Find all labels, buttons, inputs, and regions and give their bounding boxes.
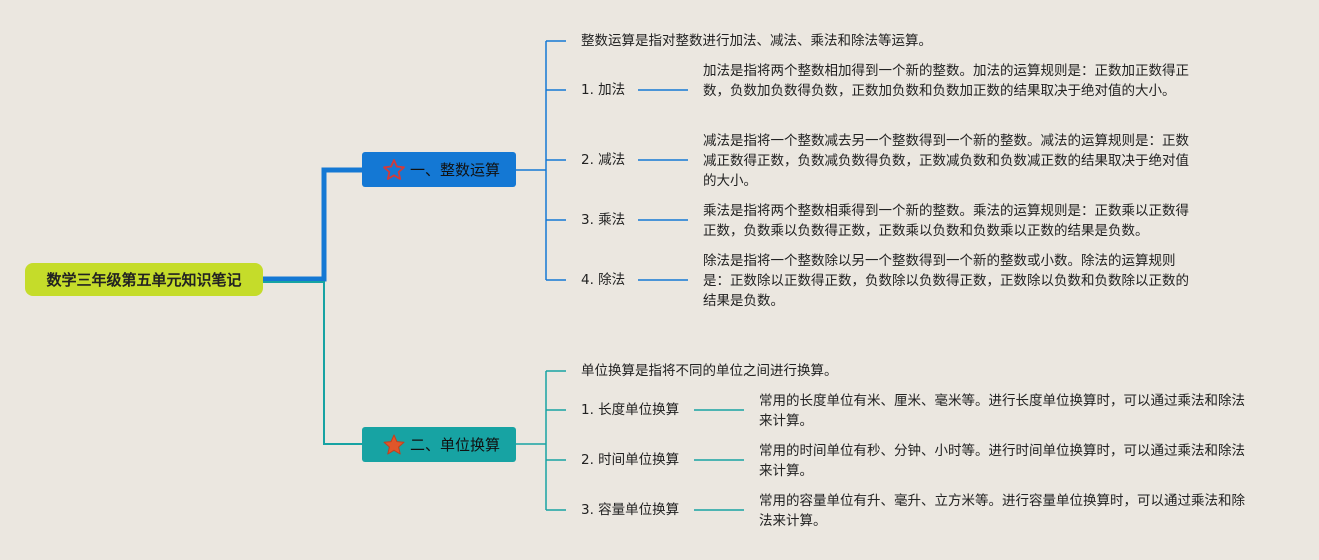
item-multiplication[interactable]: 3. 乘法 <box>581 212 626 228</box>
star-outline-icon <box>382 158 406 182</box>
item-subtraction[interactable]: 2. 减法 <box>581 152 626 168</box>
intro-unit-conversion: 单位换算是指将不同的单位之间进行换算。 <box>581 363 838 379</box>
star-filled-icon <box>382 433 406 457</box>
branch-title: 一、整数运算 <box>409 161 500 179</box>
intro-integer-operations: 整数运算是指对整数进行加法、减法、乘法和除法等运算。 <box>581 33 932 49</box>
desc-length-conversion: 常用的长度单位有米、厘米、毫米等。进行长度单位换算时，可以通过乘法和除法来计算。 <box>759 393 1245 429</box>
root-title: 数学三年级第五单元知识笔记 <box>46 271 242 289</box>
desc-time-conversion: 常用的时间单位有秒、分钟、小时等。进行时间单位换算时，可以通过乘法和除法来计算。 <box>759 443 1245 479</box>
item-time-conversion[interactable]: 2. 时间单位换算 <box>581 452 680 468</box>
item-addition[interactable]: 1. 加法 <box>581 82 626 98</box>
item-volume-conversion[interactable]: 3. 容量单位换算 <box>581 502 680 518</box>
desc-multiplication: 乘法是指将两个整数相乘得到一个新的整数。乘法的运算规则是：正数乘以正数得正数，负… <box>703 203 1189 239</box>
item-division[interactable]: 4. 除法 <box>581 272 626 288</box>
desc-division: 除法是指将一个整数除以另一个整数得到一个新的整数或小数。除法的运算规则是：正数除… <box>703 253 1189 309</box>
root-node[interactable]: 数学三年级第五单元知识笔记 <box>25 263 263 296</box>
item-length-conversion[interactable]: 1. 长度单位换算 <box>581 402 680 418</box>
branch-integer-operations[interactable]: 一、整数运算 <box>362 152 516 187</box>
branch-title: 二、单位换算 <box>409 436 500 454</box>
desc-addition: 加法是指将两个整数相加得到一个新的整数。加法的运算规则是：正数加正数得正数，负数… <box>703 63 1189 99</box>
desc-volume-conversion: 常用的容量单位有升、毫升、立方米等。进行容量单位换算时，可以通过乘法和除法来计算… <box>759 493 1245 529</box>
branch-unit-conversion[interactable]: 二、单位换算 <box>362 427 516 462</box>
desc-subtraction: 减法是指将一个整数减去另一个整数得到一个新的整数。减法的运算规则是：正数减正数得… <box>703 133 1189 189</box>
